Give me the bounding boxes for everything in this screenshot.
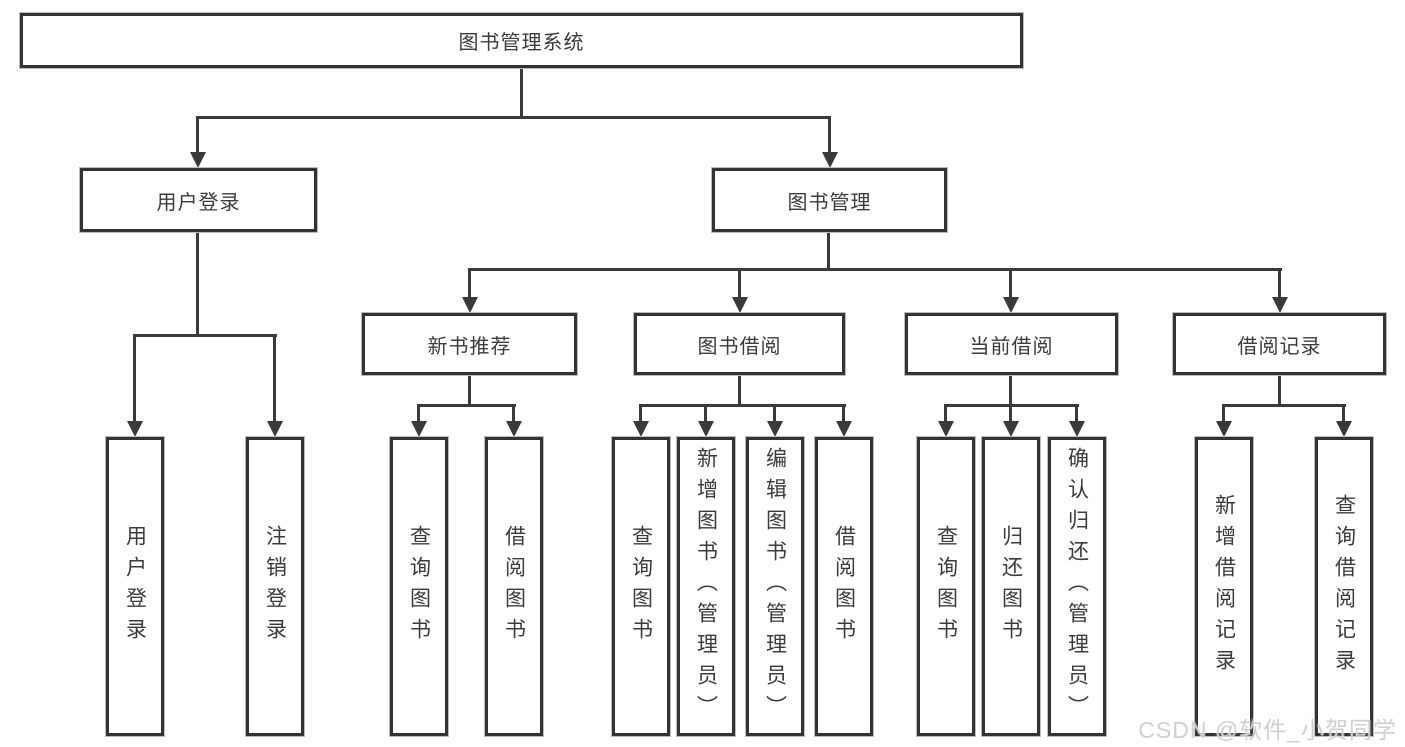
node-book-borrowing: 图书借阅: [634, 313, 845, 375]
arrow-add-borrow-record: [1216, 421, 1232, 437]
connector-level3-hline: [468, 268, 1282, 271]
connector-drop-user-login-leaf: [133, 334, 136, 422]
leaf-borrow-books-borrowing: 借阅图书: [815, 437, 873, 736]
connector-drop-edit-books-admin: [773, 404, 776, 422]
node-new-book-recommend: 新书推荐: [362, 313, 577, 375]
arrow-query-books-current: [938, 421, 954, 437]
arrow-logout: [267, 421, 283, 437]
node-user-login: 用户登录: [80, 168, 317, 232]
arrow-query-books-recommend: [411, 421, 427, 437]
arrow-current-borrowing: [1003, 297, 1019, 313]
arrow-book-management: [822, 152, 838, 168]
connector-drop-borrowing-records: [1278, 268, 1281, 298]
connector-drop-borrow-books-borrowing: [842, 404, 845, 422]
connector-drop-query-borrow-record: [1342, 404, 1345, 422]
leaf-return-books: 归还图书: [982, 437, 1040, 736]
connector-borrowing-records-stem: [1278, 374, 1281, 406]
node-borrowing-records: 借阅记录: [1173, 313, 1386, 375]
leaf-user-login: 用户登录: [106, 437, 164, 736]
arrow-return-books: [1003, 421, 1019, 437]
connector-drop-user-login: [196, 116, 199, 154]
connector-drop-new-book-recommend: [468, 268, 471, 298]
connector-book-borrowing-stem: [738, 374, 741, 406]
arrow-new-book-recommend: [462, 297, 478, 313]
node-current-borrowing: 当前借阅: [905, 313, 1118, 375]
arrow-add-books-admin: [698, 421, 714, 437]
connector-new-book-recommend-stem: [468, 374, 471, 406]
connector-drop-return-books: [1009, 404, 1012, 422]
connector-drop-add-borrow-record: [1222, 404, 1225, 422]
leaf-query-books-recommend: 查询图书: [390, 437, 448, 736]
leaf-query-borrow-record: 查询借阅记录: [1315, 437, 1373, 736]
connector-drop-logout: [273, 334, 276, 422]
arrow-borrow-books-borrowing: [836, 421, 852, 437]
leaf-query-books-borrowing: 查询图书: [612, 437, 670, 736]
arrow-book-borrowing: [732, 297, 748, 313]
connector-drop-borrow-books-recommend: [512, 404, 515, 422]
leaf-query-books-current: 查询图书: [917, 437, 975, 736]
connector-drop-confirm-return-admin: [1075, 404, 1078, 422]
arrow-query-books-borrowing: [633, 421, 649, 437]
connector-book-management-stem: [827, 232, 830, 270]
connector-drop-current-borrowing: [1009, 268, 1012, 298]
connector-drop-book-management: [828, 116, 831, 154]
arrow-user-login-leaf: [127, 421, 143, 437]
leaf-edit-books-admin: 编辑图书（管理员）: [746, 437, 804, 736]
node-root: 图书管理系统: [20, 13, 1023, 68]
connector-user-login-stem: [196, 232, 199, 336]
connector-current-borrowing-stem: [1009, 374, 1012, 406]
connector-new-book-recommend-hline: [417, 404, 516, 407]
leaf-add-borrow-record: 新增借阅记录: [1195, 437, 1253, 736]
node-book-management: 图书管理: [712, 168, 947, 232]
connector-drop-query-books-borrowing: [639, 404, 642, 422]
watermark-text: CSDN @软件_小贺同学: [1138, 717, 1397, 743]
arrow-borrow-books-recommend: [506, 421, 522, 437]
leaf-confirm-return-admin: 确认归还（管理员）: [1048, 437, 1106, 736]
connector-drop-query-books-current: [944, 404, 947, 422]
arrow-confirm-return-admin: [1069, 421, 1085, 437]
connector-book-borrowing-hline: [639, 404, 846, 407]
leaf-logout: 注销登录: [246, 437, 304, 736]
arrow-edit-books-admin: [767, 421, 783, 437]
connector-user-login-hline: [133, 334, 277, 337]
connector-drop-add-books-admin: [704, 404, 707, 422]
connector-drop-book-borrowing: [738, 268, 741, 298]
leaf-add-books-admin: 新增图书（管理员）: [677, 437, 735, 736]
connector-borrowing-records-hline: [1222, 404, 1346, 407]
connector-root-stem: [520, 68, 523, 118]
arrow-user-login: [190, 152, 206, 168]
leaf-borrow-books-recommend: 借阅图书: [485, 437, 543, 736]
arrow-borrowing-records: [1272, 297, 1288, 313]
arrow-query-borrow-record: [1336, 421, 1352, 437]
connector-drop-query-books-recommend: [417, 404, 420, 422]
connector-level2-hline: [196, 116, 831, 119]
